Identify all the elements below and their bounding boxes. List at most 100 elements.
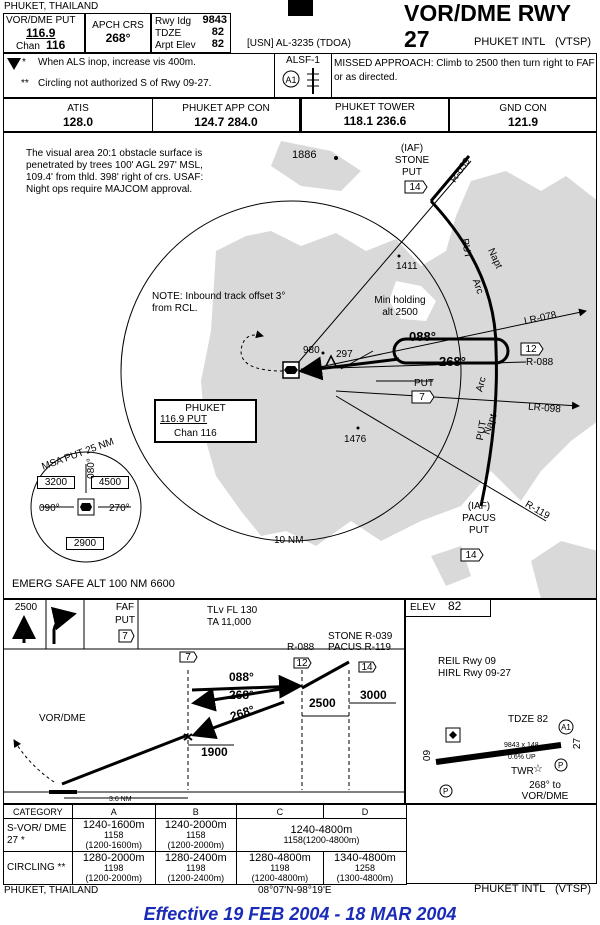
plan-view: The visual area 20:1 obstacle surface is…	[3, 132, 597, 599]
msa-sector-nw: 3200	[37, 476, 75, 489]
comm-label: ATIS	[67, 103, 89, 114]
elev-980: 980	[303, 345, 320, 356]
vor-freq: 116.9	[26, 26, 56, 40]
airport-name: PHUKET INTL	[474, 36, 546, 48]
vor-label: VOR/DME PUT	[6, 15, 76, 26]
elev-297: 297	[336, 349, 353, 360]
effective-dates: Effective 19 FEB 2004 - 18 MAR 2004	[143, 904, 457, 924]
rwy-09-label: 09	[422, 749, 434, 762]
faf-label: FAF	[115, 602, 135, 613]
missed-climb-profile	[13, 739, 55, 783]
rwy-data-box: Rwy Idg 9843 TDZE 82 Arpt Elev 82	[151, 13, 231, 53]
page-title: VOR/DME RWY 27	[404, 0, 571, 52]
tdze-panel: TDZE 82	[508, 714, 549, 725]
header-d: D	[322, 804, 408, 819]
min-hat: 1198	[186, 863, 206, 873]
min-hat: 1258	[354, 863, 375, 873]
elev-1411: 1411	[396, 261, 418, 272]
minimums-table: CATEGORY A B C D S-VOR/ DME 27 * 1240-16…	[3, 804, 408, 885]
tdze-value: 82	[211, 26, 224, 38]
faf-put: PUT	[115, 615, 135, 626]
dme14-text: 14	[361, 662, 373, 673]
elev-box: ELEV 82	[406, 600, 491, 617]
header-c: C	[235, 804, 324, 819]
missed-approach-track	[240, 330, 284, 372]
elev-1476: 1476	[344, 434, 367, 445]
alsf-icon: A1	[282, 68, 319, 94]
arpt-elev-value: 82	[211, 38, 224, 50]
vor-bearing: 268° to VOR/DME	[521, 780, 569, 802]
comm-label: GND CON	[499, 103, 547, 114]
dme7-text: 7	[185, 652, 191, 663]
alt-1900: 1900	[201, 745, 228, 759]
faf-cross	[183, 733, 193, 741]
location-top: PHUKET, THAILAND	[4, 1, 99, 12]
comm-label: PHUKET TOWER	[334, 102, 415, 113]
alsf-letter: A1	[285, 75, 296, 85]
obstacle-markers	[321, 156, 401, 430]
radial-119	[335, 395, 547, 522]
min-main: 1340-4800m	[334, 852, 396, 864]
msa-brg-080: 080°	[85, 458, 97, 479]
alt-3000: 3000	[360, 688, 387, 702]
footer-airport: PHUKET INTL	[474, 883, 546, 895]
row-label-circling: CIRCLING **	[3, 851, 73, 885]
rwy-27-label: 27	[572, 737, 584, 750]
apch-crs-value: 268°	[105, 31, 131, 45]
rwy-ldg-label: Rwy Idg	[155, 16, 192, 27]
min-hat: 1158(1200-4800m)	[283, 835, 360, 845]
rwy-grad: 0.6% UP	[508, 754, 536, 761]
msa-sector-s: 2900	[66, 537, 104, 550]
r088-label: R-088	[287, 642, 315, 653]
msa-sector-ne: 4500	[91, 476, 129, 489]
min-main: 1280-2400m	[164, 852, 227, 864]
vor-symbol	[282, 361, 300, 379]
twr-label: TWR	[511, 766, 534, 777]
min-hat: 1198	[270, 863, 290, 873]
stone-fix: (IAF) STONE PUT	[394, 143, 430, 178]
papi-left-letter: P	[443, 787, 448, 796]
profile-view: 2500 FAF PUT 7 TLv FL 130 TA 11,000 R-08…	[3, 599, 406, 804]
comm-atis: ATIS 128.0	[3, 98, 153, 132]
radial-098	[335, 390, 580, 410]
descent-268	[191, 700, 285, 740]
comm-freq: 118.1 236.6	[343, 114, 407, 128]
comm-app-con: PHUKET APP CON 124.7 284.0	[152, 98, 300, 132]
profile-crs-268a: 268°	[229, 688, 254, 702]
note-asterisk: *	[22, 57, 26, 68]
msa-brg-270: 270°	[109, 503, 130, 514]
tdze-label: TDZE	[155, 28, 182, 39]
elev-label: ELEV	[410, 602, 436, 613]
inbound-268	[191, 684, 301, 712]
alsf-label: ALSF-1	[286, 55, 320, 66]
final-descent	[61, 733, 189, 786]
course-ref-line	[340, 350, 374, 370]
radial-078	[300, 308, 587, 372]
comm-label: PHUKET APP CON	[182, 103, 270, 114]
chan-value: 116	[46, 38, 66, 52]
elev-value: 82	[448, 599, 462, 613]
min-hat: 1198	[104, 863, 124, 873]
crs-268: 268°	[439, 354, 466, 369]
airport-panel: ELEV 82 P P A1 REIL Rwy 09 HIRL Rwy 09-2…	[405, 599, 597, 804]
profile-vor-dme: VOR/DME	[39, 713, 86, 724]
elev-1886: 1886	[292, 149, 317, 161]
tlv: TLv FL 130	[207, 605, 258, 616]
dme14-box	[358, 661, 377, 673]
min-main: 1240-2000m	[164, 819, 227, 831]
black-marker	[288, 0, 313, 16]
hirl: HIRL Rwy 09-27	[438, 668, 511, 679]
ta: TA 11,000	[207, 617, 252, 628]
stone-dme: 14	[409, 182, 421, 193]
min-sub: (1200-4800m)	[251, 873, 309, 883]
tower-star-icon: ☆	[533, 763, 543, 775]
header-b: B	[154, 804, 237, 819]
min-hat: 1158	[186, 830, 206, 840]
pacus-fix: (IAF) PACUS PUT	[462, 501, 496, 536]
step-down-segment	[301, 660, 350, 690]
pacus-dme: 14	[465, 550, 477, 561]
